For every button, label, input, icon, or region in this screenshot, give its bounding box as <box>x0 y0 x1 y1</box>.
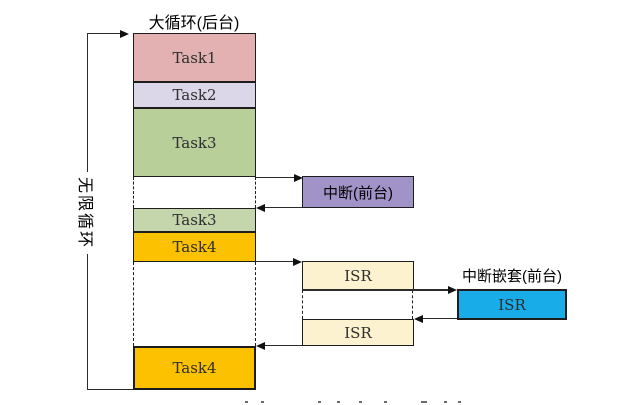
interrupt-box: 中断(前台) <box>302 176 414 208</box>
nested-isr-return-line <box>423 318 457 319</box>
arrowhead-right-icon <box>448 286 457 294</box>
infinite-loop-line-bottom <box>87 389 134 390</box>
arrowhead-left-icon <box>256 342 265 350</box>
task3-box: Task3 <box>133 108 256 177</box>
isr-preemption-gap <box>133 262 256 346</box>
isr-call-line <box>256 261 293 262</box>
arrowhead-right-icon <box>294 174 303 182</box>
isr-return-line <box>264 345 302 346</box>
task4-resumed-box: Task4 <box>133 346 256 390</box>
infinite-loop-label: 无限循环 <box>75 171 99 255</box>
arrowhead-left-icon <box>414 315 423 323</box>
arrowhead-left-icon <box>256 204 265 212</box>
interrupt-return-line <box>264 207 302 208</box>
arrowhead-right-icon <box>120 30 129 38</box>
task3-resumed-box: Task3 <box>133 208 256 232</box>
nested-isr-box: ISR <box>457 289 567 320</box>
task1-box: Task1 <box>133 33 256 82</box>
infinite-loop-line-top <box>87 33 120 34</box>
nested-isr-call-line <box>302 289 448 291</box>
interrupt-call-line <box>256 177 294 178</box>
task2-box: Task2 <box>133 82 256 108</box>
isr-box: ISR <box>302 261 414 290</box>
interrupt-preemption-gap <box>133 177 256 208</box>
task4-box: Task4 <box>133 232 256 262</box>
nested-interrupt-title: 中断嵌套(前台) <box>462 268 562 285</box>
arrowhead-right-icon <box>293 258 302 266</box>
isr-resumed-box: ISR <box>302 319 414 346</box>
nested-preemption-gap <box>302 290 413 319</box>
background-loop-title: 大循环(后台) <box>148 15 240 32</box>
